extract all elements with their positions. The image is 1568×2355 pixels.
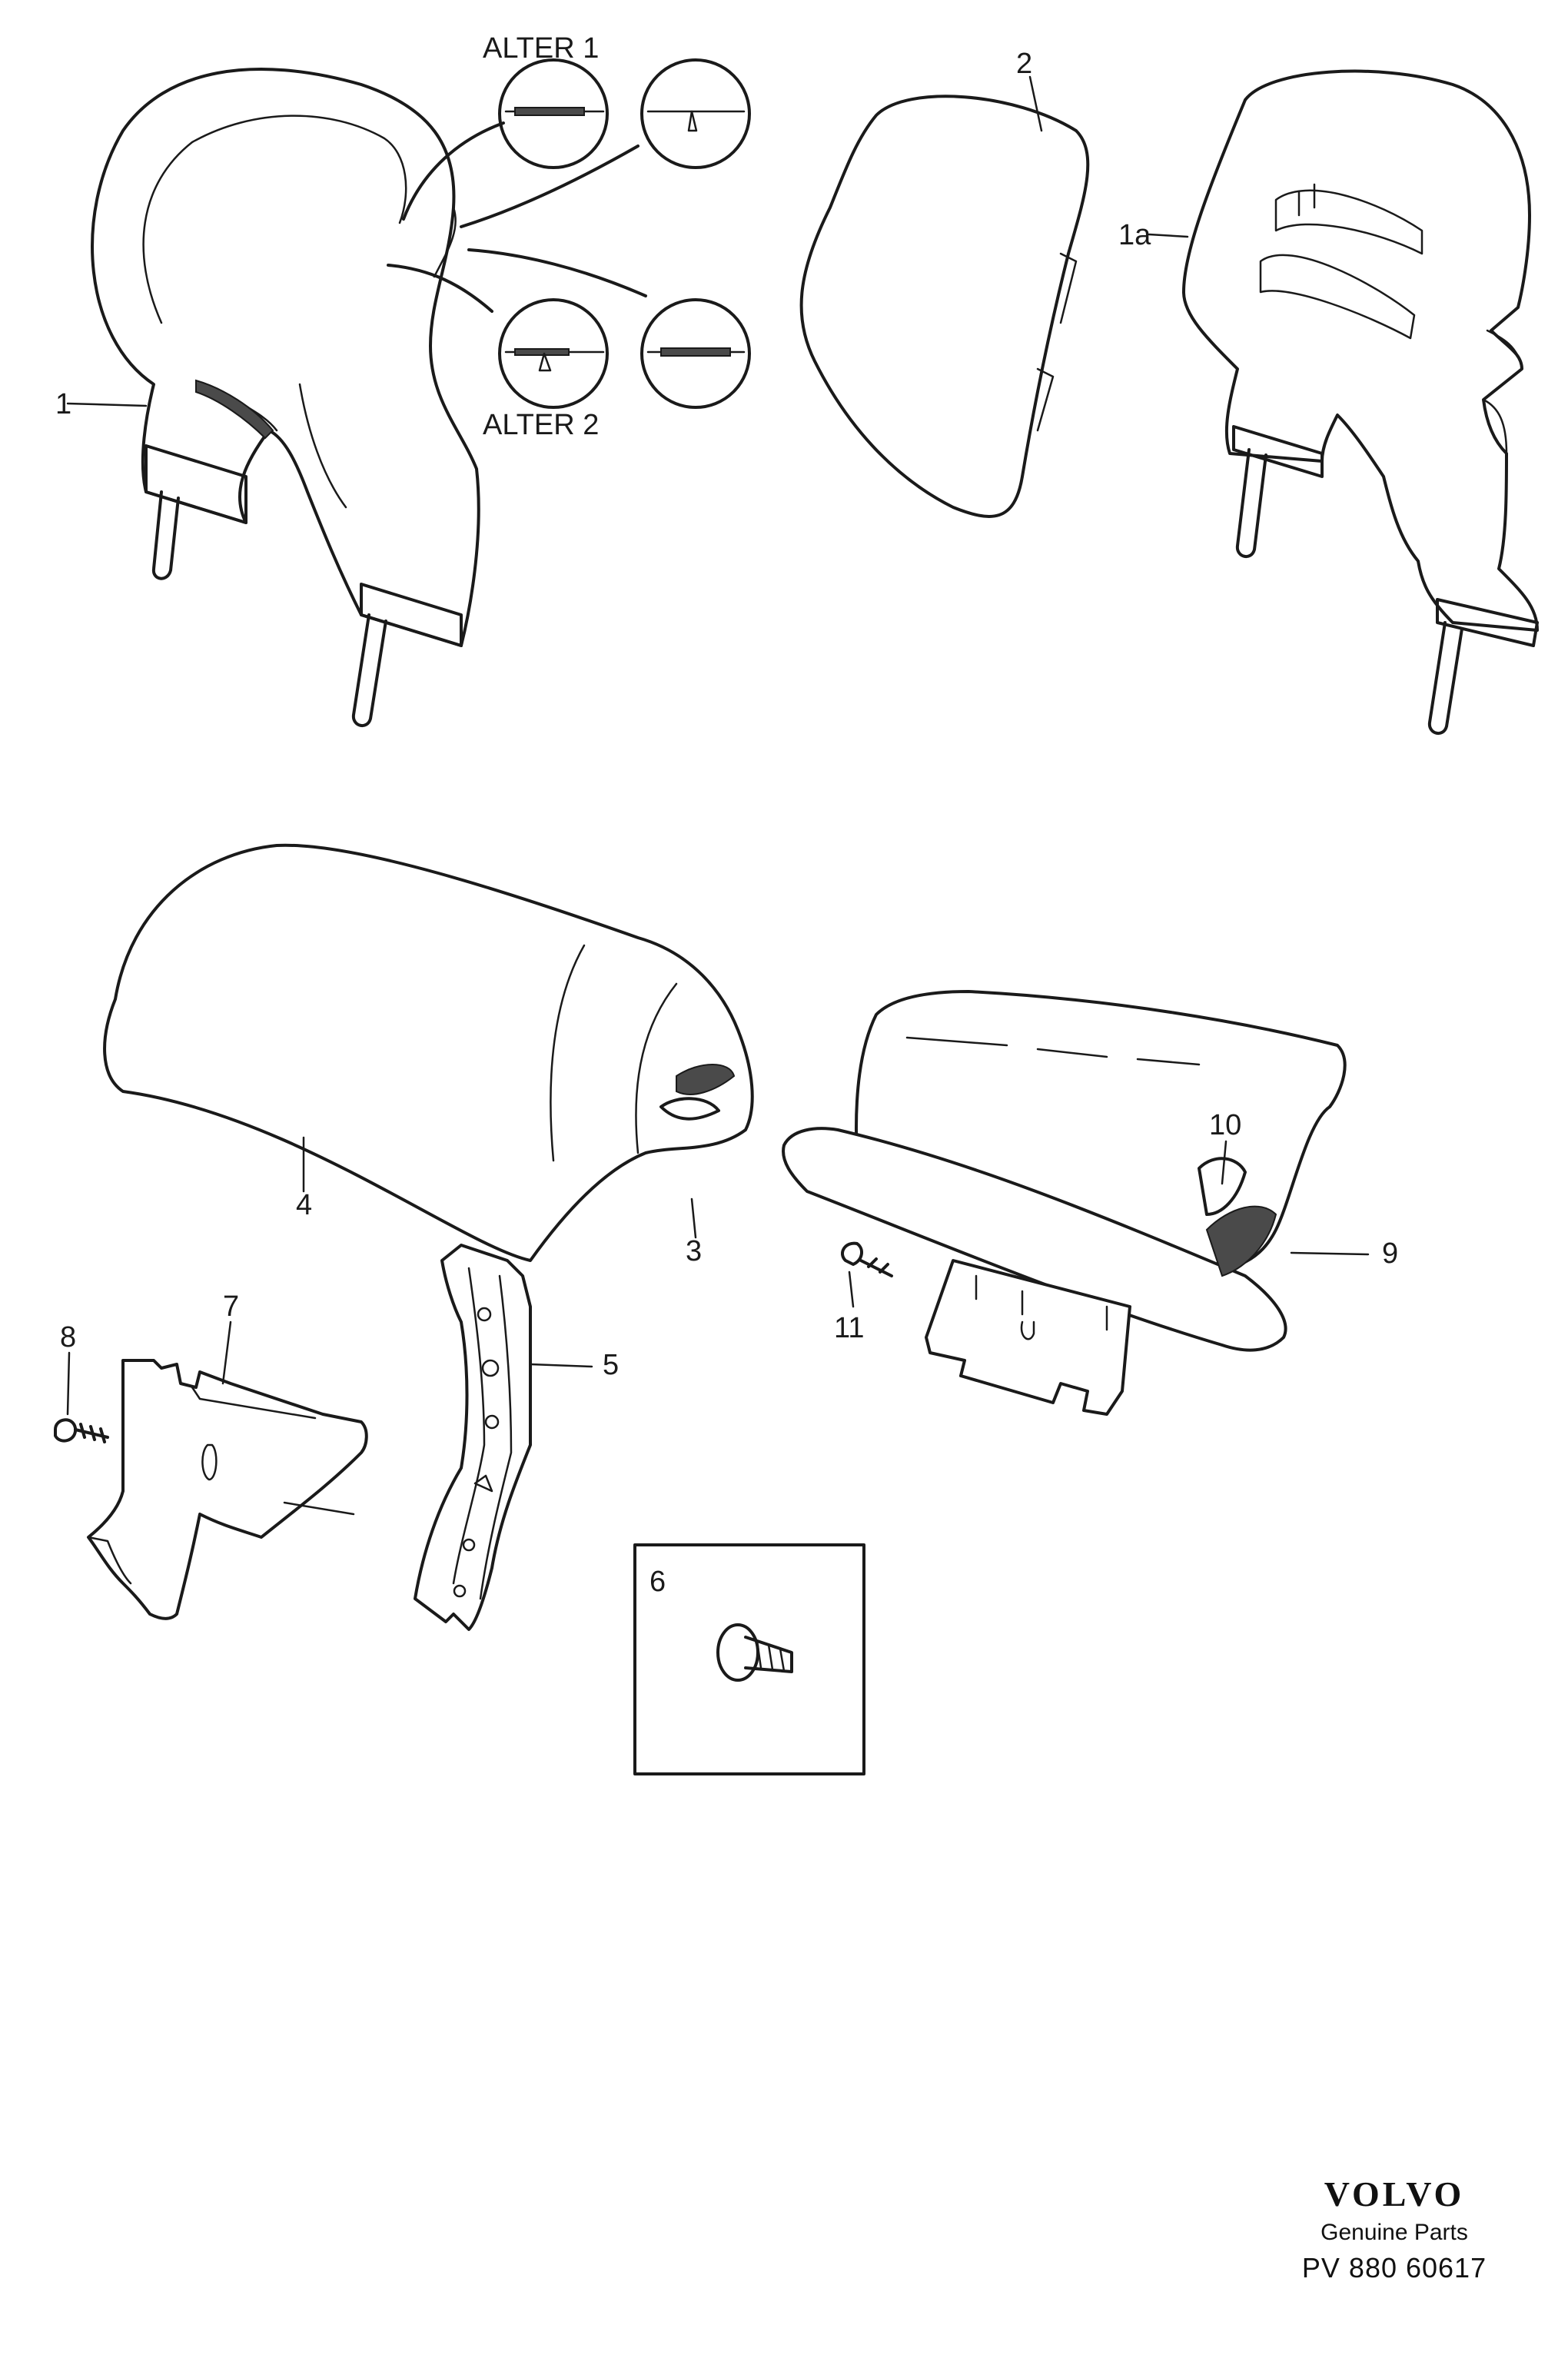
leader-arrow bbox=[467, 248, 647, 297]
callout-7: 7 bbox=[223, 1290, 239, 1323]
part-5-rail bbox=[414, 1244, 533, 1631]
part-1-headrest bbox=[91, 68, 480, 727]
callout-alter-2: ALTER 2 bbox=[483, 409, 599, 441]
callout-3: 3 bbox=[686, 1235, 702, 1267]
callout-11: 11 bbox=[834, 1312, 864, 1344]
callout-1: 1 bbox=[55, 388, 71, 420]
leader-arrow bbox=[402, 121, 505, 221]
part-4-cushion bbox=[103, 843, 754, 1262]
part-6-screw-box bbox=[633, 1543, 865, 1775]
part-1a-frame bbox=[1182, 69, 1539, 735]
volvo-logo: VOLVO bbox=[1324, 2174, 1465, 2214]
callout-10: 10 bbox=[1209, 1109, 1241, 1141]
seam-detail-bubbles bbox=[498, 58, 751, 409]
leader-arrow bbox=[460, 144, 639, 228]
reference-number: PV 880 60617 bbox=[1301, 2252, 1487, 2284]
alter2-detail-b bbox=[640, 298, 751, 409]
part-9-tray-assembly bbox=[782, 990, 1347, 1416]
alter1-detail-b bbox=[640, 58, 751, 169]
brand-block: VOLVO Genuine Parts PV 880 60617 bbox=[1294, 2177, 1494, 2284]
callout-1a: 1a bbox=[1118, 219, 1151, 251]
alter2-detail-a bbox=[498, 298, 609, 409]
callout-2: 2 bbox=[1016, 48, 1032, 80]
alter1-detail-a bbox=[498, 58, 609, 169]
callout-9: 9 bbox=[1382, 1237, 1398, 1270]
callout-8: 8 bbox=[60, 1321, 76, 1354]
leader-arrow bbox=[387, 264, 493, 313]
part-8-screw bbox=[54, 1418, 109, 1443]
callout-6: 6 bbox=[649, 1566, 666, 1598]
callout-5: 5 bbox=[603, 1349, 619, 1381]
brand-tagline: Genuine Parts bbox=[1321, 2220, 1468, 2245]
part-7-bracket bbox=[87, 1359, 368, 1620]
callout-alter-1: ALTER 1 bbox=[483, 32, 599, 65]
part-3-cover-flap bbox=[659, 1064, 736, 1121]
part-2-panel bbox=[799, 95, 1090, 518]
callout-4: 4 bbox=[296, 1189, 312, 1221]
